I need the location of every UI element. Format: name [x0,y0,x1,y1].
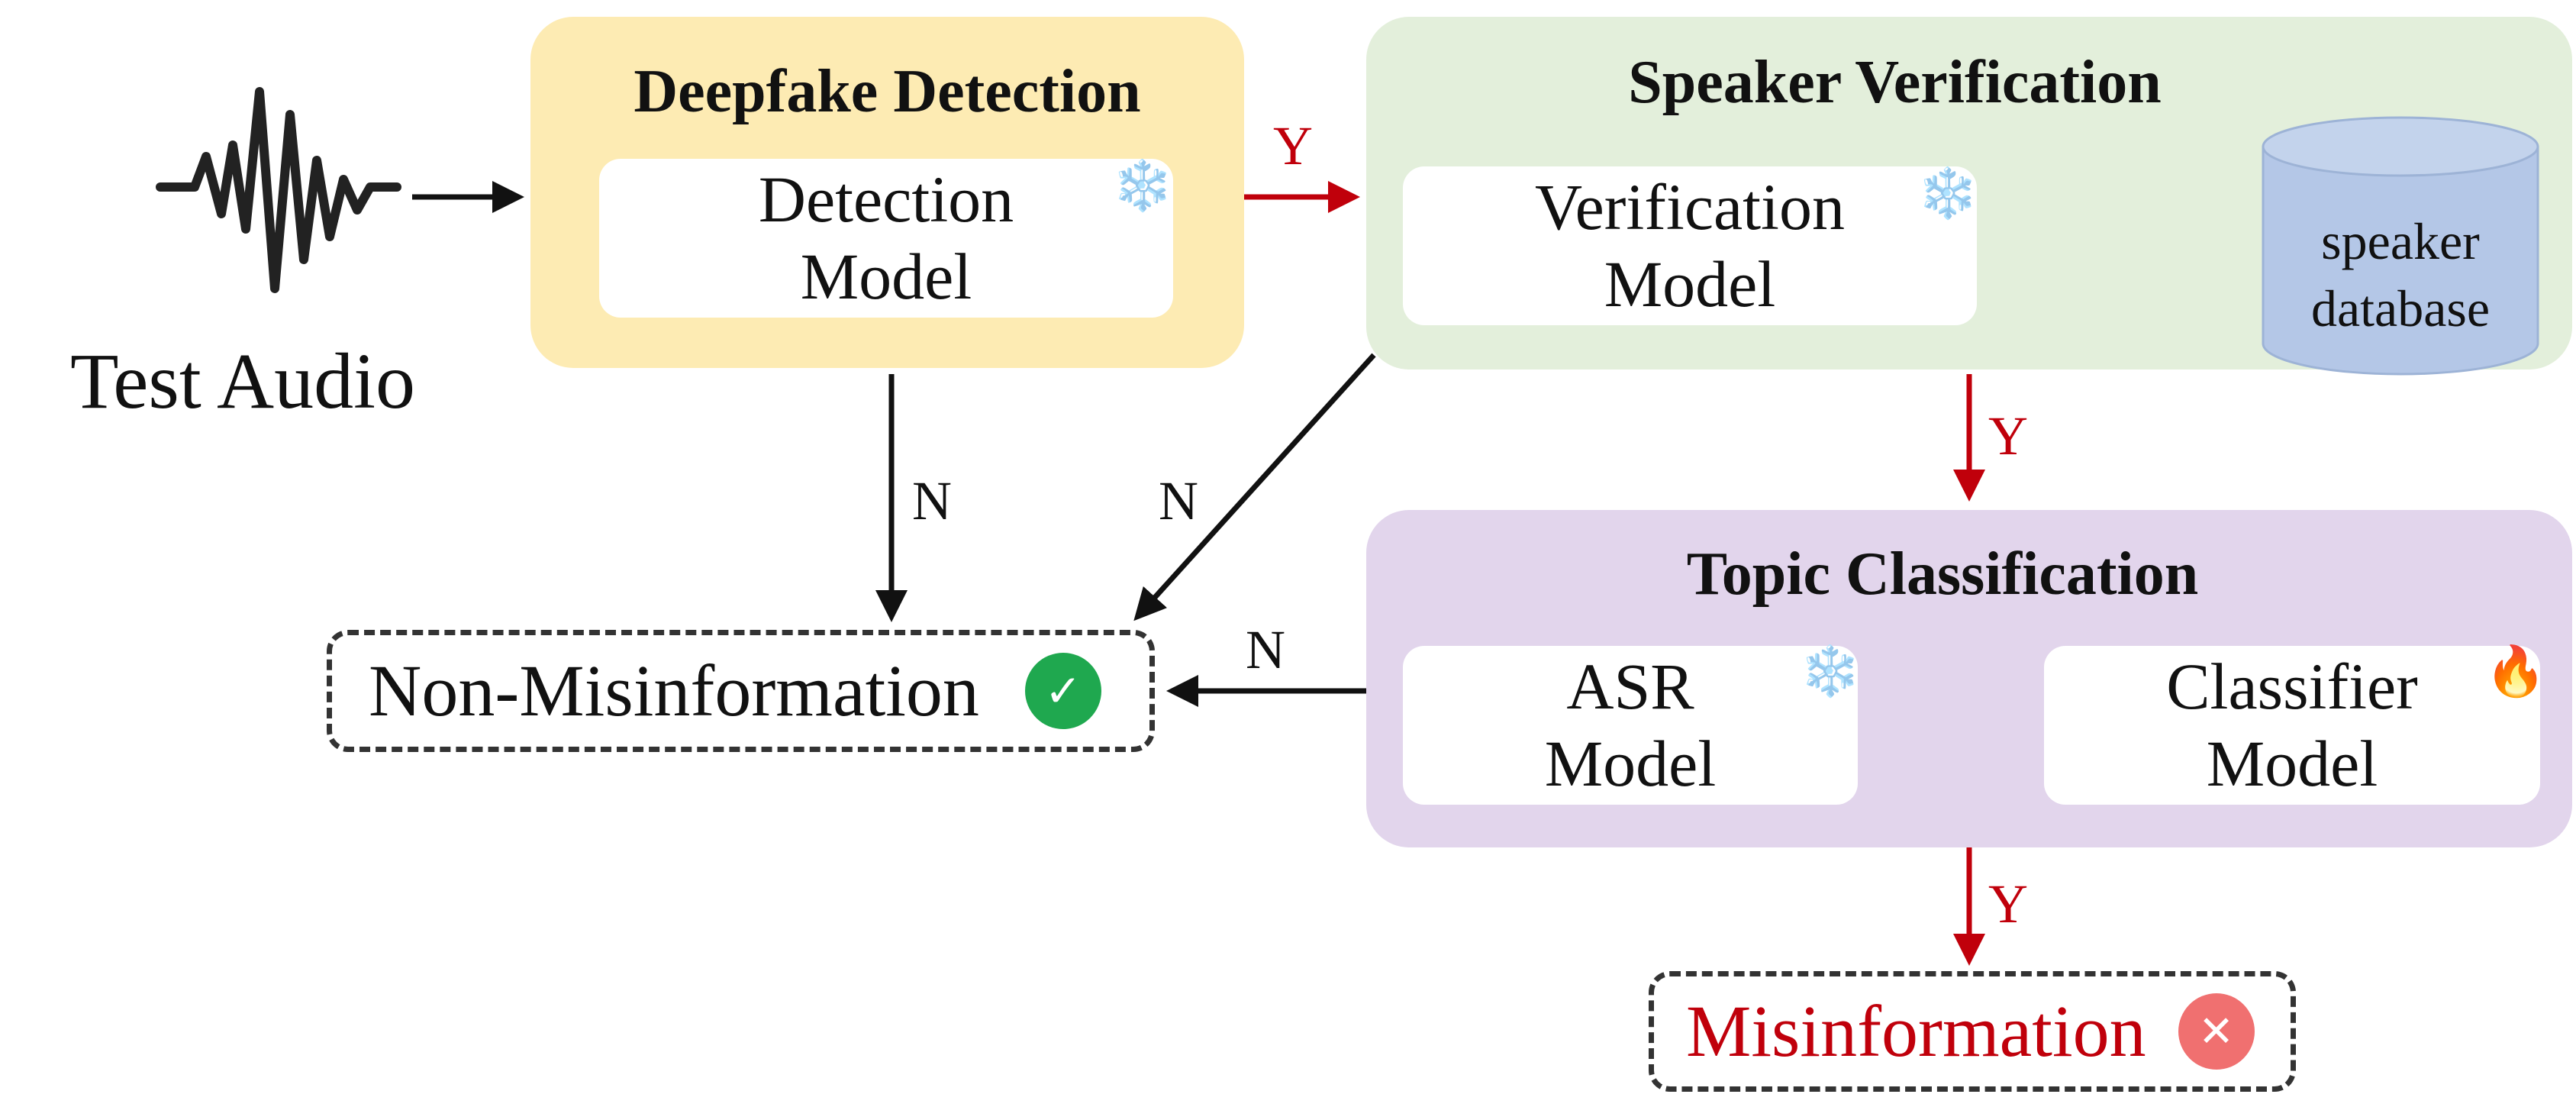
topic-classification-panel: Topic Classification ASR Model ❄️ Classi… [1366,510,2572,847]
detection-model-card: Detection Model [599,159,1173,318]
speaker-database-line1: speaker [2321,212,2480,270]
deepfake-detection-panel: Deepfake Detection Detection Model ❄️ [530,17,1244,368]
x-circle-icon: ✕ [2178,993,2255,1070]
speaker-no-label: N [1159,470,1198,531]
misinformation-label: Misinformation [1686,990,2146,1072]
topic-yes-label: Y [1988,873,2028,934]
speaker-database-line2: database [2310,279,2491,338]
verification-model-card: Verification Model [1403,166,1977,325]
misinformation-outcome: Misinformation ✕ [1649,971,2296,1092]
deepfake-detection-title: Deepfake Detection [634,58,1141,125]
topic-no-label: N [1246,619,1285,680]
test-audio-label: Test Audio [70,337,416,425]
database-icon [2262,116,2539,376]
detection-model-line2: Model [800,240,972,313]
verification-model-line1: Verification [1535,169,1845,244]
classifier-model-line2: Model [2206,727,2378,800]
snowflake-icon: ❄️ [1800,644,1861,700]
arrow-speaker-no [1133,353,1376,621]
snowflake-icon: ❄️ [1917,166,1978,222]
detection-model-line1: Detection [758,162,1014,236]
non-misinformation-label: Non-Misinformation [369,650,979,731]
snowflake-icon: ❄️ [1112,158,1173,215]
classifier-model-card: Classifier Model [2044,646,2540,805]
speaker-yes-label: Y [1988,405,2028,466]
classifier-model-line1: Classifier [2166,649,2418,723]
asr-model-line2: Model [1544,727,1717,800]
topic-classification-title: Topic Classification [1686,541,2199,608]
speaker-verification-title: Speaker Verification [1628,49,2162,116]
deepfake-no-label: N [912,470,952,531]
check-circle-icon: ✓ [1024,653,1101,729]
speaker-verification-panel: Speaker Verification Verification Model … [1366,17,2572,376]
waveform-icon [156,87,401,293]
asr-model-card: ASR Model [1403,646,1858,805]
non-misinformation-outcome: Non-Misinformation ✓ [327,630,1155,752]
deepfake-yes-label: Y [1273,115,1313,176]
fire-icon: 🔥 [2485,644,2546,700]
asr-model-line1: ASR [1566,649,1694,723]
verification-model-line2: Model [1604,247,1776,321]
speaker-database: speaker database [2259,115,2542,378]
